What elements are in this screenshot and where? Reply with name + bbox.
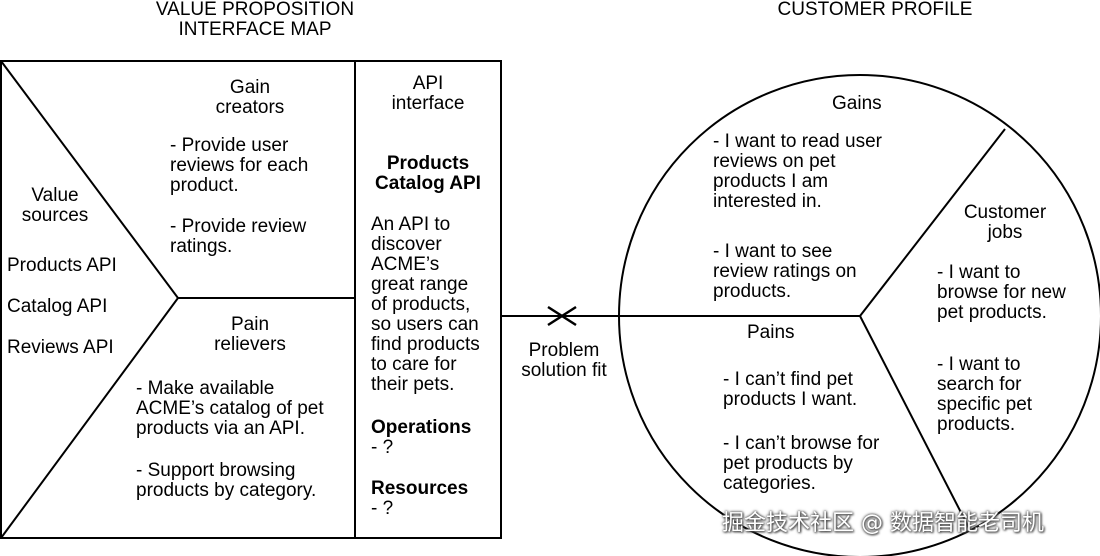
resources-label: Resources <box>371 478 469 499</box>
customer-jobs-item-2: - I want to search for specific pet prod… <box>937 354 1033 435</box>
pain-relievers-item-2: - Support browsing products by category. <box>136 460 317 501</box>
api-name: Products Catalog API <box>375 153 481 194</box>
gains-item-1: - I want to read user reviews on pet pro… <box>713 131 882 212</box>
pains-item-2: - I can’t browse for pet products by cat… <box>723 433 880 494</box>
gain-creators-heading: Gain creators <box>215 77 285 118</box>
api-description: An API to discover ACME’s great range of… <box>371 214 480 395</box>
pain-relievers-heading: Pain relievers <box>214 314 286 355</box>
value-map-frame <box>0 60 502 539</box>
problem-solution-fit-label: Problem solution fit <box>521 340 607 381</box>
fit-arrow-right-icon <box>559 305 577 327</box>
gain-creators-item-2: - Provide review ratings. <box>170 216 307 257</box>
customer-profile-title: CUSTOMER PROFILE <box>777 0 973 20</box>
gain-creators-item-1: - Provide user reviews for each product. <box>170 135 309 196</box>
value-source-item: Reviews API <box>7 337 114 358</box>
pains-heading: Pains <box>747 322 795 343</box>
jobs-pains-divider <box>859 315 971 531</box>
resources-value: - ? <box>371 498 394 519</box>
watermark-text: 掘金技术社区 @ 数据智能老司机 <box>722 511 1044 536</box>
customer-profile-circle <box>618 74 1100 556</box>
value-source-item: Products API <box>7 255 117 276</box>
value-source-item: Catalog API <box>7 296 108 317</box>
customer-jobs-item-1: - I want to browse for new pet products. <box>937 262 1066 323</box>
customer-jobs-heading: Customer jobs <box>963 202 1047 243</box>
value-sources-heading: Value sources <box>21 185 89 226</box>
operations-label: Operations <box>371 417 472 438</box>
pains-item-1: - I can’t find pet products I want. <box>723 369 858 410</box>
operations-value: - ? <box>371 437 394 458</box>
value-map-title: VALUE PROPOSITION INTERFACE MAP <box>155 0 355 40</box>
gains-item-2: - I want to see review ratings on produc… <box>713 241 857 302</box>
api-interface-heading: API interface <box>391 73 465 114</box>
gains-heading: Gains <box>832 93 882 114</box>
pain-relievers-item-1: - Make available ACME’s catalog of pet p… <box>136 378 324 439</box>
gains-jobs-divider <box>859 128 1006 317</box>
